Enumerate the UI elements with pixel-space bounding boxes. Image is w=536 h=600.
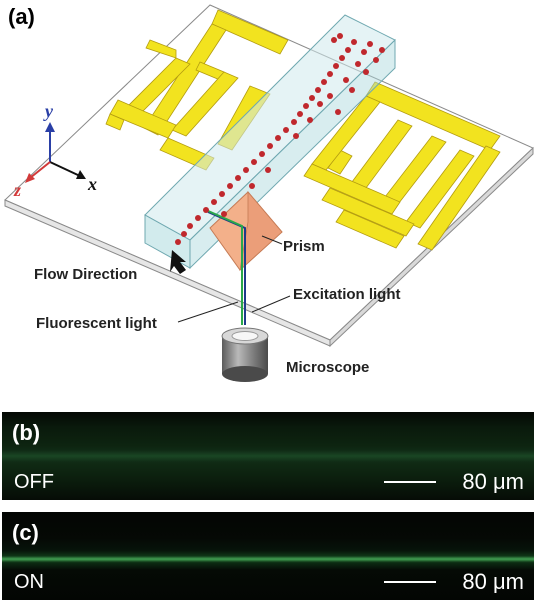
right-electrode xyxy=(303,81,501,251)
coordinate-axes xyxy=(25,122,86,183)
fluorescence-band-b xyxy=(2,450,534,462)
flow-direction-label: Flow Direction xyxy=(34,266,138,283)
schematic-svg xyxy=(4,4,534,382)
fluorescence-band-c xyxy=(2,556,534,562)
left-electrode xyxy=(105,9,289,171)
panel-c-image: (c) ON 80 μm xyxy=(2,512,534,600)
scale-bar-c xyxy=(384,581,436,583)
prism-face xyxy=(239,190,283,272)
excitation-leader xyxy=(251,295,291,313)
microscope-objective xyxy=(221,327,269,382)
panel-label-c: (c) xyxy=(12,520,39,545)
particles xyxy=(175,33,385,245)
panel-b-image: (b) OFF 80 μm xyxy=(2,412,534,500)
axis-label-z: z xyxy=(14,180,22,200)
flow-arrow xyxy=(170,250,186,274)
fluorescent-leader xyxy=(177,301,239,323)
scale-bar-b xyxy=(384,481,436,483)
axis-label-x: x xyxy=(88,174,97,194)
state-label-off: OFF xyxy=(14,471,54,493)
axis-label-y: y xyxy=(45,101,53,121)
fluorescent-light-label: Fluorescent light xyxy=(36,315,157,332)
panel-a-schematic: (a) y x z Prism Flow Direction Excitatio… xyxy=(4,4,534,382)
scale-label-b: 80 μm xyxy=(462,469,524,494)
prism-leader xyxy=(261,235,283,245)
panel-label-b: (b) xyxy=(12,420,41,445)
microscope-label: Microscope xyxy=(286,359,370,376)
scale-label-c: 80 μm xyxy=(462,569,524,594)
excitation-light-label: Excitation light xyxy=(293,286,401,303)
state-label-on: ON xyxy=(14,571,44,593)
fluorescent-light-path xyxy=(205,209,243,325)
panel-label-a: (a) xyxy=(8,4,35,29)
prism-label: Prism xyxy=(283,238,325,255)
